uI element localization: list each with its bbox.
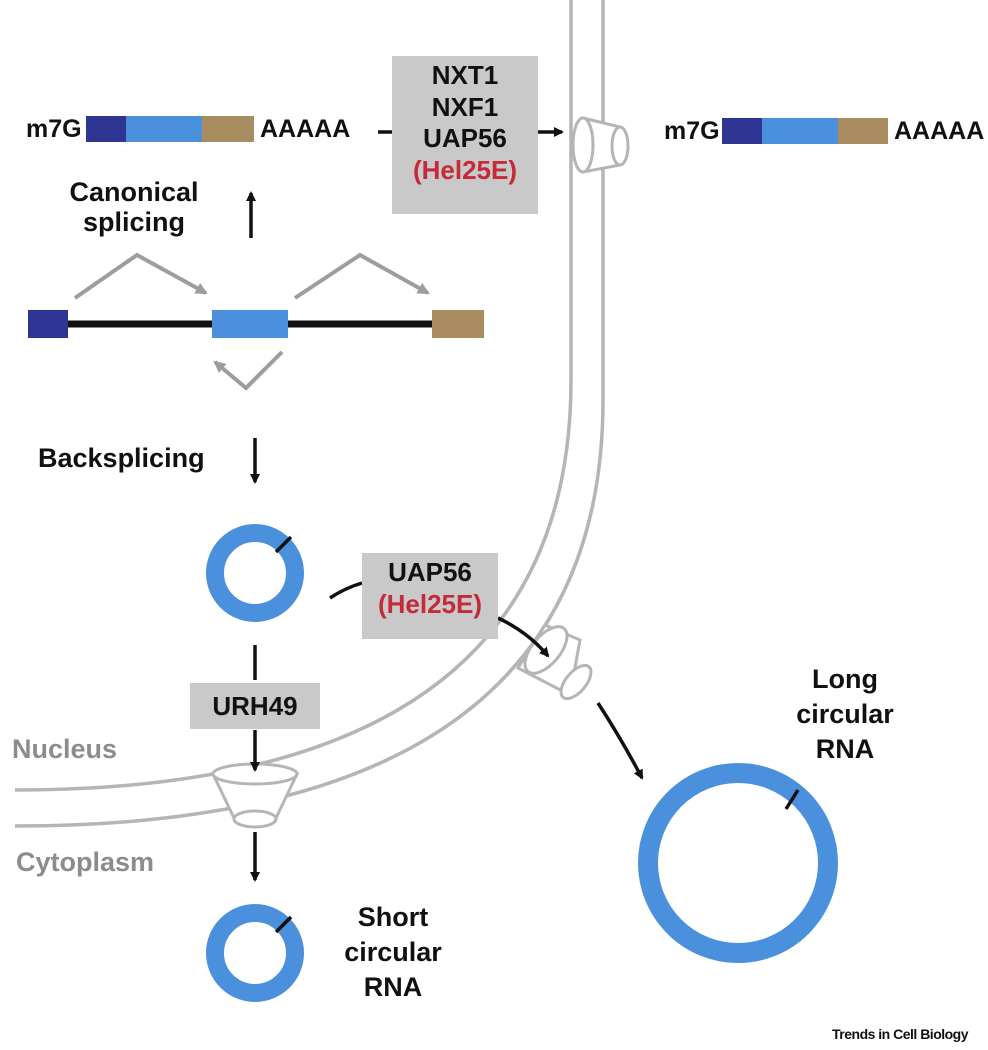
circ-rna-long: [638, 763, 838, 963]
cyto-exon-3: [838, 118, 888, 144]
canonical-line-2: splicing: [82, 206, 185, 237]
factor-uap56: UAP56: [423, 123, 507, 154]
arrow-circ-to-uap56: [329, 581, 363, 600]
cyto-mrna-cap-label: m7G: [664, 117, 720, 145]
exon-3: [432, 310, 484, 338]
factor-hel25e-long: (Hel25E): [377, 588, 483, 619]
exon-2: [212, 310, 288, 338]
short-circrna-label: Short circular RNA: [318, 900, 468, 1005]
factor-urh49: URH49: [212, 691, 298, 721]
mrna-exon-1: [86, 116, 126, 142]
nuclear-envelope: [14, 0, 605, 828]
long-line-1: Long: [812, 664, 878, 694]
arrow-pore-to-long: [596, 702, 644, 780]
long-line-3: RNA: [815, 734, 875, 765]
arrow-uap56-to-pore: [497, 616, 550, 658]
cytoplasm-label: Cytoplasm: [16, 847, 155, 877]
nuclear-pore-middle: [515, 623, 593, 701]
short-line-1: Short: [357, 902, 429, 932]
circ-rna-nucleus-junction: [274, 535, 293, 554]
mrna-nucleus: [86, 116, 254, 142]
envelope-outer-line: [14, 0, 573, 792]
mrna-exon-2: [126, 116, 202, 142]
canonical-splicing-label: Canonical splicing: [44, 177, 224, 237]
backsplicing-label: Backsplicing: [38, 443, 205, 473]
splice-arc-2: [293, 252, 430, 300]
mrna-exon-3: [202, 116, 254, 142]
urh49-box: URH49: [190, 683, 320, 729]
nuclear-pore-bottom: [210, 762, 300, 829]
backsplice-arc: [213, 350, 284, 391]
factor-uap56-long: UAP56: [388, 557, 472, 587]
long-circrna-label: Long circular RNA: [770, 662, 920, 767]
circ-rna-long-junction: [784, 789, 800, 810]
long-line-2: circular: [796, 699, 894, 730]
factor-hel25e: (Hel25E): [412, 155, 518, 186]
factor-nxf1: NXF1: [431, 91, 499, 122]
canonical-line-1: Canonical: [69, 177, 199, 207]
mrna-cytoplasm: [722, 118, 888, 144]
circ-rna-short: [206, 904, 304, 1002]
arrows: [246, 127, 644, 882]
envelope-inner-line: [14, 0, 605, 828]
exon-1: [28, 310, 68, 338]
cyto-exon-2: [762, 118, 838, 144]
mrna-cap-label: m7G: [26, 115, 82, 143]
mrna-export-factor-box: NXT1 NXF1 UAP56 (Hel25E): [392, 56, 538, 214]
pre-mrna: [28, 310, 484, 338]
splicing-arcs: [73, 252, 430, 391]
cyto-mrna-tail-label: AAAAA: [894, 117, 985, 145]
journal-credit: Trends in Cell Biology: [832, 1026, 969, 1042]
circ-rna-short-junction: [274, 915, 293, 934]
short-line-2: circular: [344, 937, 442, 968]
nuclear-pore-top: [571, 116, 630, 174]
mrna-tail-label: AAAAA: [260, 115, 351, 143]
long-circrna-export-box: UAP56 (Hel25E): [362, 553, 498, 639]
cyto-exon-1: [722, 118, 762, 144]
factor-nxt1: NXT1: [431, 60, 499, 90]
circ-rna-nucleus: [206, 524, 304, 622]
short-line-3: RNA: [363, 972, 423, 1003]
nucleus-label: Nucleus: [12, 734, 118, 764]
splice-arc-1: [73, 252, 208, 300]
circular-rnas: [206, 524, 838, 1002]
